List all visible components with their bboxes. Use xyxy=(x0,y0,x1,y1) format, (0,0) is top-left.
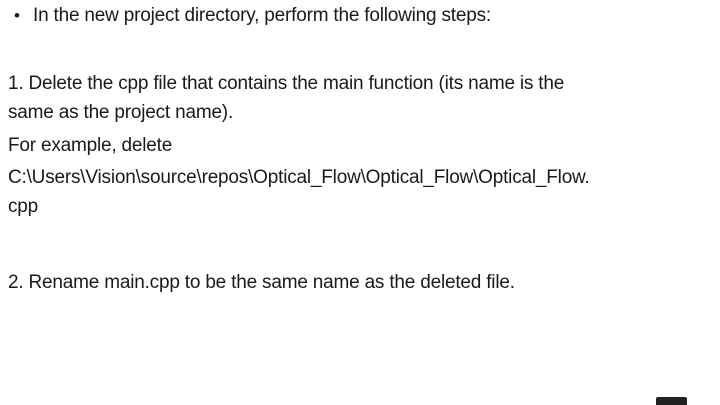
example-intro-text: For example, delete xyxy=(8,135,173,156)
step1-line-2: same as the project name). xyxy=(8,102,234,123)
file-path-line-2: cpp xyxy=(8,196,39,217)
step2-text: 2. Rename main.cpp to be the same name a… xyxy=(8,272,515,293)
bullet-icon: • xyxy=(14,6,20,25)
bullet-item: • In the new project directory, perform … xyxy=(14,4,491,28)
bottom-right-mark xyxy=(656,397,687,405)
file-path-line-1: C:\Users\Vision\source\repos\Optical_Flo… xyxy=(8,167,590,188)
bullet-text: In the new project directory, perform th… xyxy=(33,5,491,26)
step1-line-1: 1. Delete the cpp file that contains the… xyxy=(8,73,565,94)
